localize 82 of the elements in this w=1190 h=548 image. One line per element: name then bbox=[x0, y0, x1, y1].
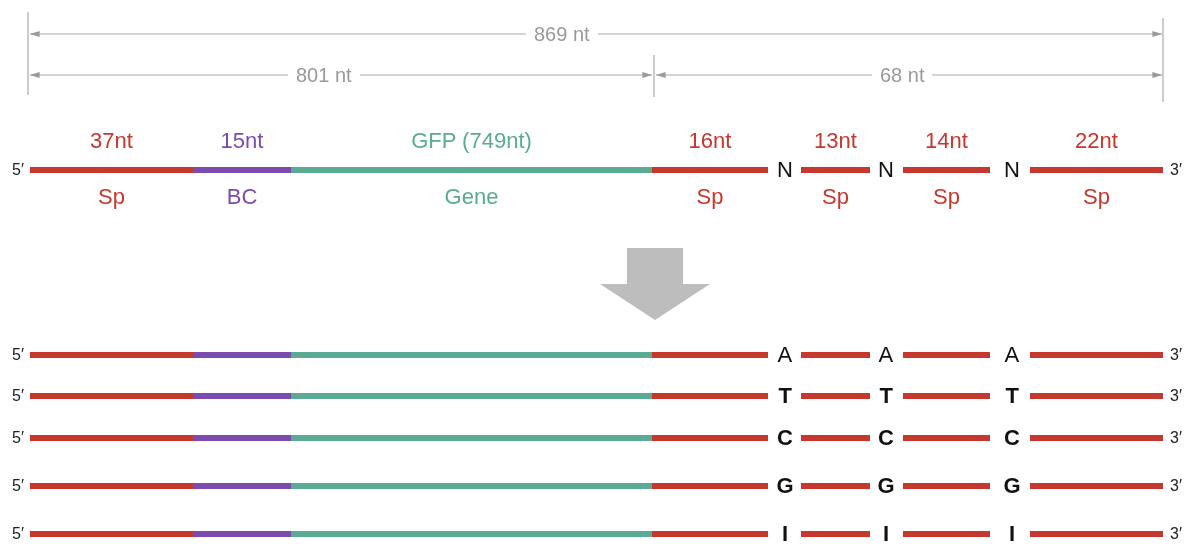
nucleotide-label: N bbox=[777, 159, 793, 181]
strand-end-label: 5′ bbox=[12, 526, 24, 542]
nucleotide-label: A bbox=[1004, 344, 1020, 366]
segment-bar bbox=[652, 483, 768, 489]
dimension-label: 68 nt bbox=[872, 65, 933, 85]
segment-bar bbox=[291, 435, 652, 441]
segment-bar bbox=[903, 483, 990, 489]
segment-bar bbox=[652, 393, 768, 399]
nucleotide-label: T bbox=[778, 385, 792, 407]
segment-bar bbox=[801, 531, 870, 537]
segment-bar bbox=[291, 352, 652, 358]
segment-bar bbox=[30, 483, 193, 489]
segment-name: Sp bbox=[821, 184, 850, 210]
segment-bar bbox=[291, 483, 652, 489]
segment-bar bbox=[1030, 483, 1163, 489]
strand-end-label: 5′ bbox=[12, 478, 24, 494]
segment-length: 37nt bbox=[89, 128, 134, 154]
nucleotide-label: G bbox=[776, 475, 794, 497]
strand-end-label: 3′ bbox=[1170, 478, 1182, 494]
segment-bar bbox=[801, 435, 870, 441]
strand-end-label: 3′ bbox=[1170, 388, 1182, 404]
segment-bar bbox=[291, 531, 652, 537]
segment-bar bbox=[193, 393, 291, 399]
segment-name: Sp bbox=[695, 184, 725, 210]
segment-bar bbox=[801, 352, 870, 358]
nucleotide-label: G bbox=[877, 475, 895, 497]
segment-name: Sp bbox=[97, 184, 126, 210]
segment-bar bbox=[1030, 435, 1163, 441]
segment-bar bbox=[1030, 352, 1163, 358]
segment-name: Gene bbox=[443, 184, 500, 210]
nucleotide-label: T bbox=[879, 385, 893, 407]
segment-bar bbox=[652, 531, 768, 537]
segment-length: 13nt bbox=[813, 128, 858, 154]
segment-bar bbox=[903, 531, 990, 537]
strand-end-label: 5′ bbox=[12, 388, 24, 404]
segment-bar bbox=[193, 531, 291, 537]
segment-bar bbox=[903, 352, 990, 358]
strand-end-label: 5′ bbox=[12, 162, 24, 178]
segment-length: 14nt bbox=[924, 128, 969, 154]
segment-bar bbox=[30, 531, 193, 537]
strand-end-label: 3′ bbox=[1170, 430, 1182, 446]
segment-length: 16nt bbox=[687, 128, 733, 154]
nucleotide-label: C bbox=[1004, 427, 1020, 449]
segment-bar bbox=[193, 483, 291, 489]
dimension-label: 801 nt bbox=[288, 65, 360, 85]
strand-end-label: 3′ bbox=[1170, 526, 1182, 542]
segment-name: BC bbox=[225, 184, 259, 210]
nucleotide-label: A bbox=[777, 344, 793, 366]
nucleotide-label: A bbox=[878, 344, 894, 366]
segment-length: GFP (749nt) bbox=[410, 128, 533, 154]
nucleotide-label: C bbox=[878, 427, 894, 449]
segment-bar bbox=[1030, 531, 1163, 537]
nucleotide-label: T bbox=[1005, 385, 1019, 407]
nucleotide-label: G bbox=[1003, 475, 1021, 497]
nucleotide-label: I bbox=[883, 523, 890, 545]
segment-bar bbox=[193, 435, 291, 441]
strand-end-label: 5′ bbox=[12, 347, 24, 363]
nucleotide-label: N bbox=[878, 159, 894, 181]
strand-end-label: 3′ bbox=[1170, 162, 1182, 178]
strand-end-label: 3′ bbox=[1170, 347, 1182, 363]
segment-bar bbox=[30, 352, 193, 358]
dimension-label: 869 nt bbox=[526, 24, 598, 44]
segment-bar bbox=[291, 393, 652, 399]
nucleotide-label: I bbox=[1009, 523, 1016, 545]
nucleotide-label: I bbox=[782, 523, 789, 545]
segment-bar bbox=[903, 435, 990, 441]
strand-end-label: 5′ bbox=[12, 430, 24, 446]
segment-name: Sp bbox=[1082, 184, 1111, 210]
segment-bar bbox=[30, 435, 193, 441]
segment-bar bbox=[903, 393, 990, 399]
segment-bar bbox=[1030, 393, 1163, 399]
segment-bar bbox=[193, 352, 291, 358]
segment-length: 22nt bbox=[1074, 128, 1119, 154]
segment-bar bbox=[801, 393, 870, 399]
segment-length: 15nt bbox=[219, 128, 265, 154]
segment-name: Sp bbox=[932, 184, 961, 210]
segment-bar bbox=[801, 483, 870, 489]
segment-bar bbox=[652, 435, 768, 441]
nucleotide-label: C bbox=[777, 427, 793, 449]
nucleotide-label: N bbox=[1004, 159, 1020, 181]
segment-bar bbox=[652, 352, 768, 358]
segment-bar bbox=[30, 393, 193, 399]
